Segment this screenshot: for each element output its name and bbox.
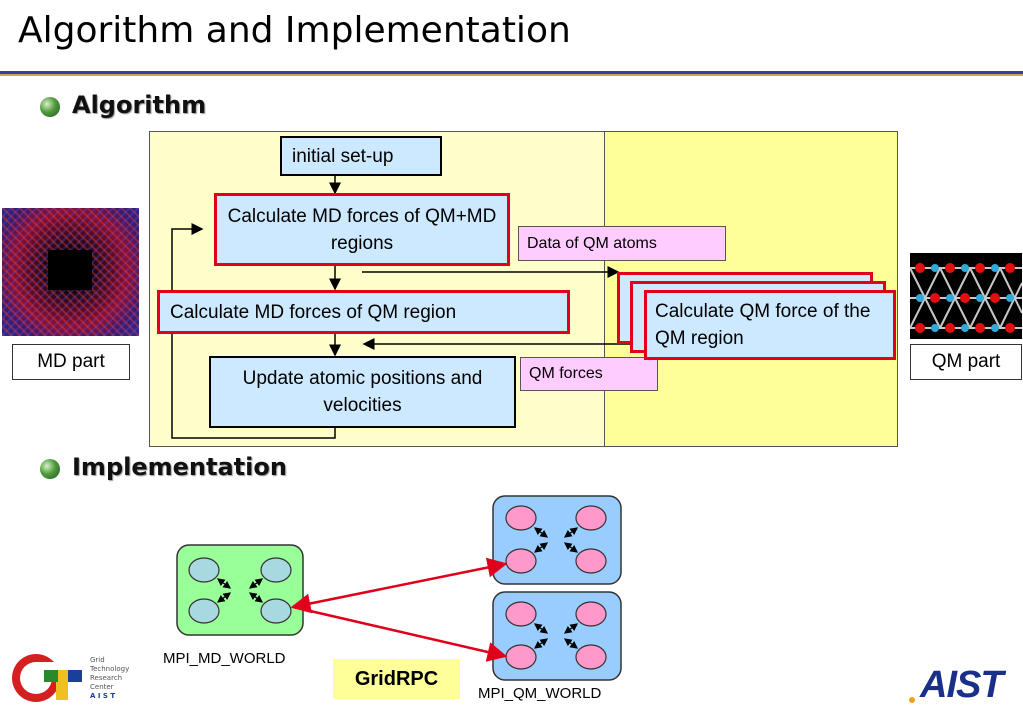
- qm-part-image: [910, 253, 1022, 339]
- qm-force-box: Calculate QM force of the QM region: [644, 290, 896, 360]
- title-rule-gold: [0, 74, 1023, 76]
- data-qm-atoms-label: Data of QM atoms: [518, 226, 726, 261]
- gridrpc-label: GridRPC: [333, 659, 460, 699]
- grid-research-center-logo: [6, 652, 86, 704]
- md-part-image: [2, 208, 139, 336]
- title-rule-blue: [0, 71, 1023, 74]
- md-forces-box: Calculate MD forces of QM+MD regions: [214, 193, 510, 266]
- initial-setup-box: initial set-up: [280, 136, 442, 176]
- qm-forces-label: QM forces: [520, 357, 658, 391]
- bullet-sphere-icon: [40, 459, 60, 479]
- md-forces-qm-box: Calculate MD forces of QM region: [157, 290, 570, 334]
- logo-text-line: Grid: [90, 656, 105, 664]
- aist-logo: AIST: [920, 664, 1004, 706]
- gridrpc-arrows: [290, 557, 508, 662]
- update-positions-box: Update atomic positions and velocities: [209, 356, 516, 428]
- section-heading-algorithm: Algorithm: [72, 91, 207, 119]
- logo-text-line: A I S T: [90, 692, 116, 700]
- section-heading-implementation: Implementation: [72, 453, 287, 481]
- aist-dot-icon: [909, 697, 915, 703]
- bullet-sphere-icon: [40, 97, 60, 117]
- md-world-label: MPI_MD_WORLD: [163, 650, 286, 667]
- md-part-label: MD part: [12, 344, 130, 380]
- slide-title: Algorithm and Implementation: [18, 10, 571, 51]
- logo-text-line: Research: [90, 674, 123, 682]
- qm-world-label: MPI_QM_WORLD: [478, 685, 602, 702]
- grid-logo-text: Grid Technology Research Center A I S T: [90, 656, 129, 701]
- logo-text-line: Center: [90, 683, 114, 691]
- qm-world-links: [533, 527, 579, 649]
- qm-part-label: QM part: [910, 344, 1022, 380]
- logo-text-line: Technology: [90, 665, 130, 673]
- md-world-links: [216, 578, 264, 603]
- qm-world-nodes: [505, 505, 607, 670]
